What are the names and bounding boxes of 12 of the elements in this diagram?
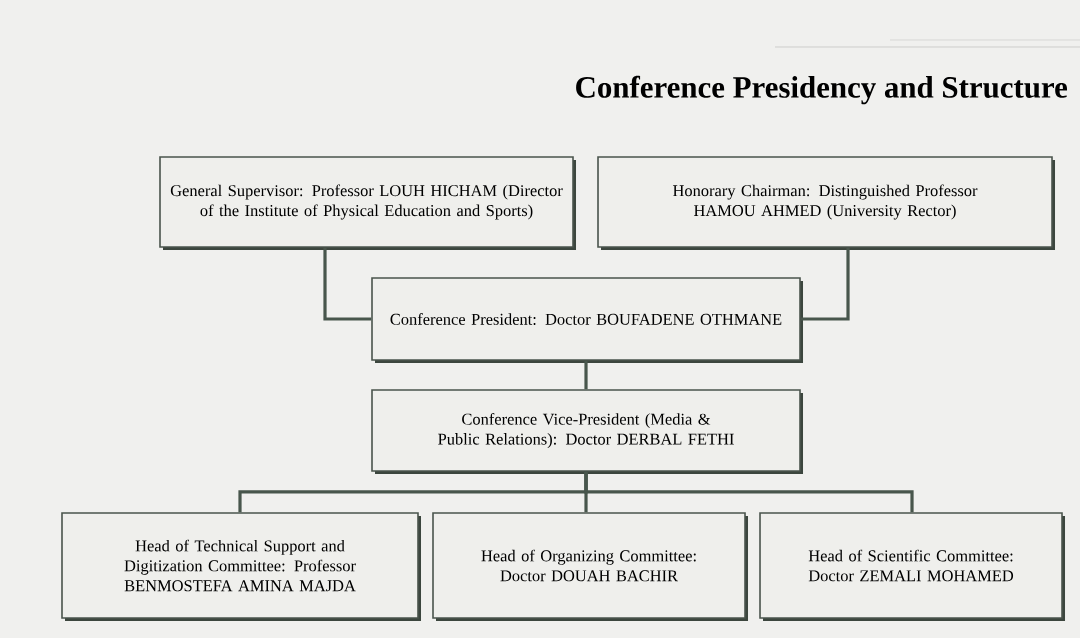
role-box: Conference Vice-President (Media & Public Relations): Doctor DERBAL FETHI [371, 389, 803, 474]
connector-line [584, 360, 588, 390]
role-box: Honorary Chairman: Distinguished Professor HAMOU AHMED (University Rector) [597, 156, 1055, 250]
connector-line [584, 471, 914, 513]
role-box: Head of Organizing Committee: Doctor DOUAH BACHIR [432, 512, 748, 621]
title: Conference Presidency and Structure [576, 75, 1068, 105]
connector-line [323, 247, 372, 321]
role-box: Head of Scientific Committee: Doctor ZEMALI MOHAMED [759, 512, 1065, 621]
role-box: Conference President: Doctor BOUFADENE OTHMANE [371, 277, 803, 363]
role-box: General Supervisor: Professor LOUH HICHAM (Director of the Institute of Physical Education and Sports) [159, 156, 576, 250]
role-box: Head of Technical Support and Digitization Committee: Professor BENMOSTEFA AMINA MAJDA [61, 512, 421, 621]
connector-line [800, 247, 850, 321]
